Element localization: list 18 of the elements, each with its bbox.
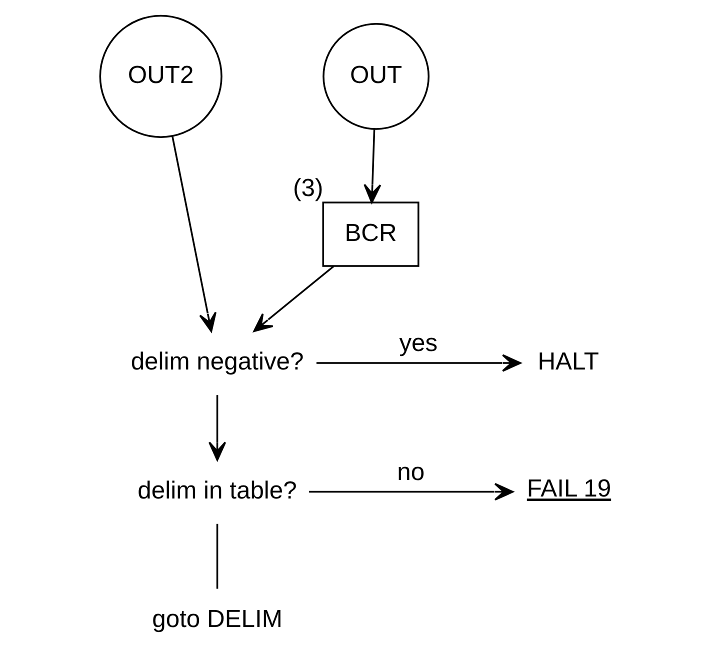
arrow: [208, 395, 226, 461]
arrow: [363, 130, 381, 204]
node-text: goto DELIM: [152, 606, 282, 634]
node-label: (3): [292, 174, 323, 202]
arrow: [252, 266, 334, 332]
edge-label: yes: [398, 330, 438, 358]
node-text: FAIL 19: [526, 476, 611, 503]
node-circle: OUT2: [98, 14, 222, 138]
connector: [216, 524, 218, 589]
node-text: delim in table?: [137, 477, 296, 504]
node-text: HALT: [537, 348, 599, 376]
edge-label: no: [396, 458, 424, 486]
arrow: [316, 354, 521, 372]
arrow: [308, 482, 514, 501]
node-box: BCR: [322, 202, 419, 267]
arrow: [171, 136, 216, 332]
node-text: delim negative?: [130, 348, 304, 376]
node-circle: OUT: [322, 22, 430, 130]
